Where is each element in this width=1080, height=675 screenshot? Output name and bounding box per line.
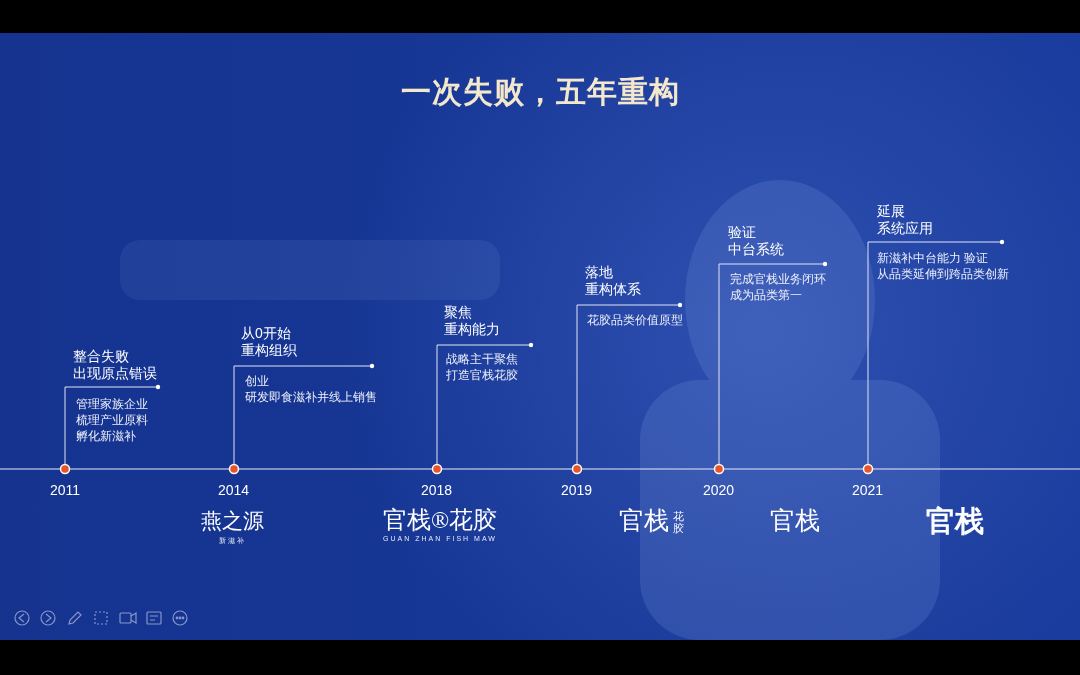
- leader-end-dots: [156, 240, 1004, 389]
- milestone-heading: 整合失败 出现原点错误: [73, 348, 157, 382]
- leader-lines: [65, 242, 1002, 469]
- milestone-heading: 从0开始 重构组织: [241, 325, 297, 359]
- milestone-heading: 落地 重构体系: [585, 264, 641, 298]
- year-label: 2014: [218, 482, 249, 498]
- year-label: 2011: [50, 482, 80, 498]
- photo-shapes: [120, 180, 940, 640]
- brand-logo: 燕之源: [201, 507, 264, 535]
- year-label: 2021: [852, 482, 883, 498]
- logo-vertical-text: 花胶: [673, 510, 684, 534]
- timeline-axis: [0, 468, 1080, 469]
- milestone-detail: 战略主干聚焦 打造官栈花胶: [446, 351, 518, 383]
- brand-logo: 官栈: [619, 504, 669, 537]
- brand-logo: 官栈®花胶: [383, 504, 497, 536]
- slide-title: 一次失败，五年重构: [401, 72, 680, 113]
- milestone-dots: [61, 465, 873, 474]
- milestone-heading: 验证 中台系统: [728, 224, 784, 258]
- milestone-heading: 聚焦 重构能力: [444, 304, 500, 338]
- brand-logo: 官栈: [770, 504, 820, 537]
- year-label: 2019: [561, 482, 592, 498]
- year-label: 2020: [703, 482, 734, 498]
- milestone-detail: 管理家族企业 梳理产业原料 孵化新滋补: [76, 396, 148, 444]
- brand-logo: 官栈: [926, 502, 984, 542]
- milestone-detail: 新滋补中台能力 验证 从品类延伸到跨品类创新: [877, 250, 1017, 282]
- milestone-detail: 创业 研发即食滋补并线上销售: [245, 373, 377, 405]
- milestone-heading: 延展 系统应用: [877, 203, 933, 237]
- toolbar-icons: [15, 611, 187, 625]
- milestone-detail: 完成官栈业务闭环 成为品类第一: [730, 271, 826, 303]
- slide-ground: [0, 33, 1080, 640]
- milestone-detail: 花胶品类价值原型: [587, 312, 683, 328]
- photo-glow: [0, 33, 1080, 640]
- logo-tagline: 新滋补: [219, 536, 246, 546]
- year-label: 2018: [421, 482, 452, 498]
- logo-tagline: GUAN ZHAN FISH MAW: [383, 535, 497, 542]
